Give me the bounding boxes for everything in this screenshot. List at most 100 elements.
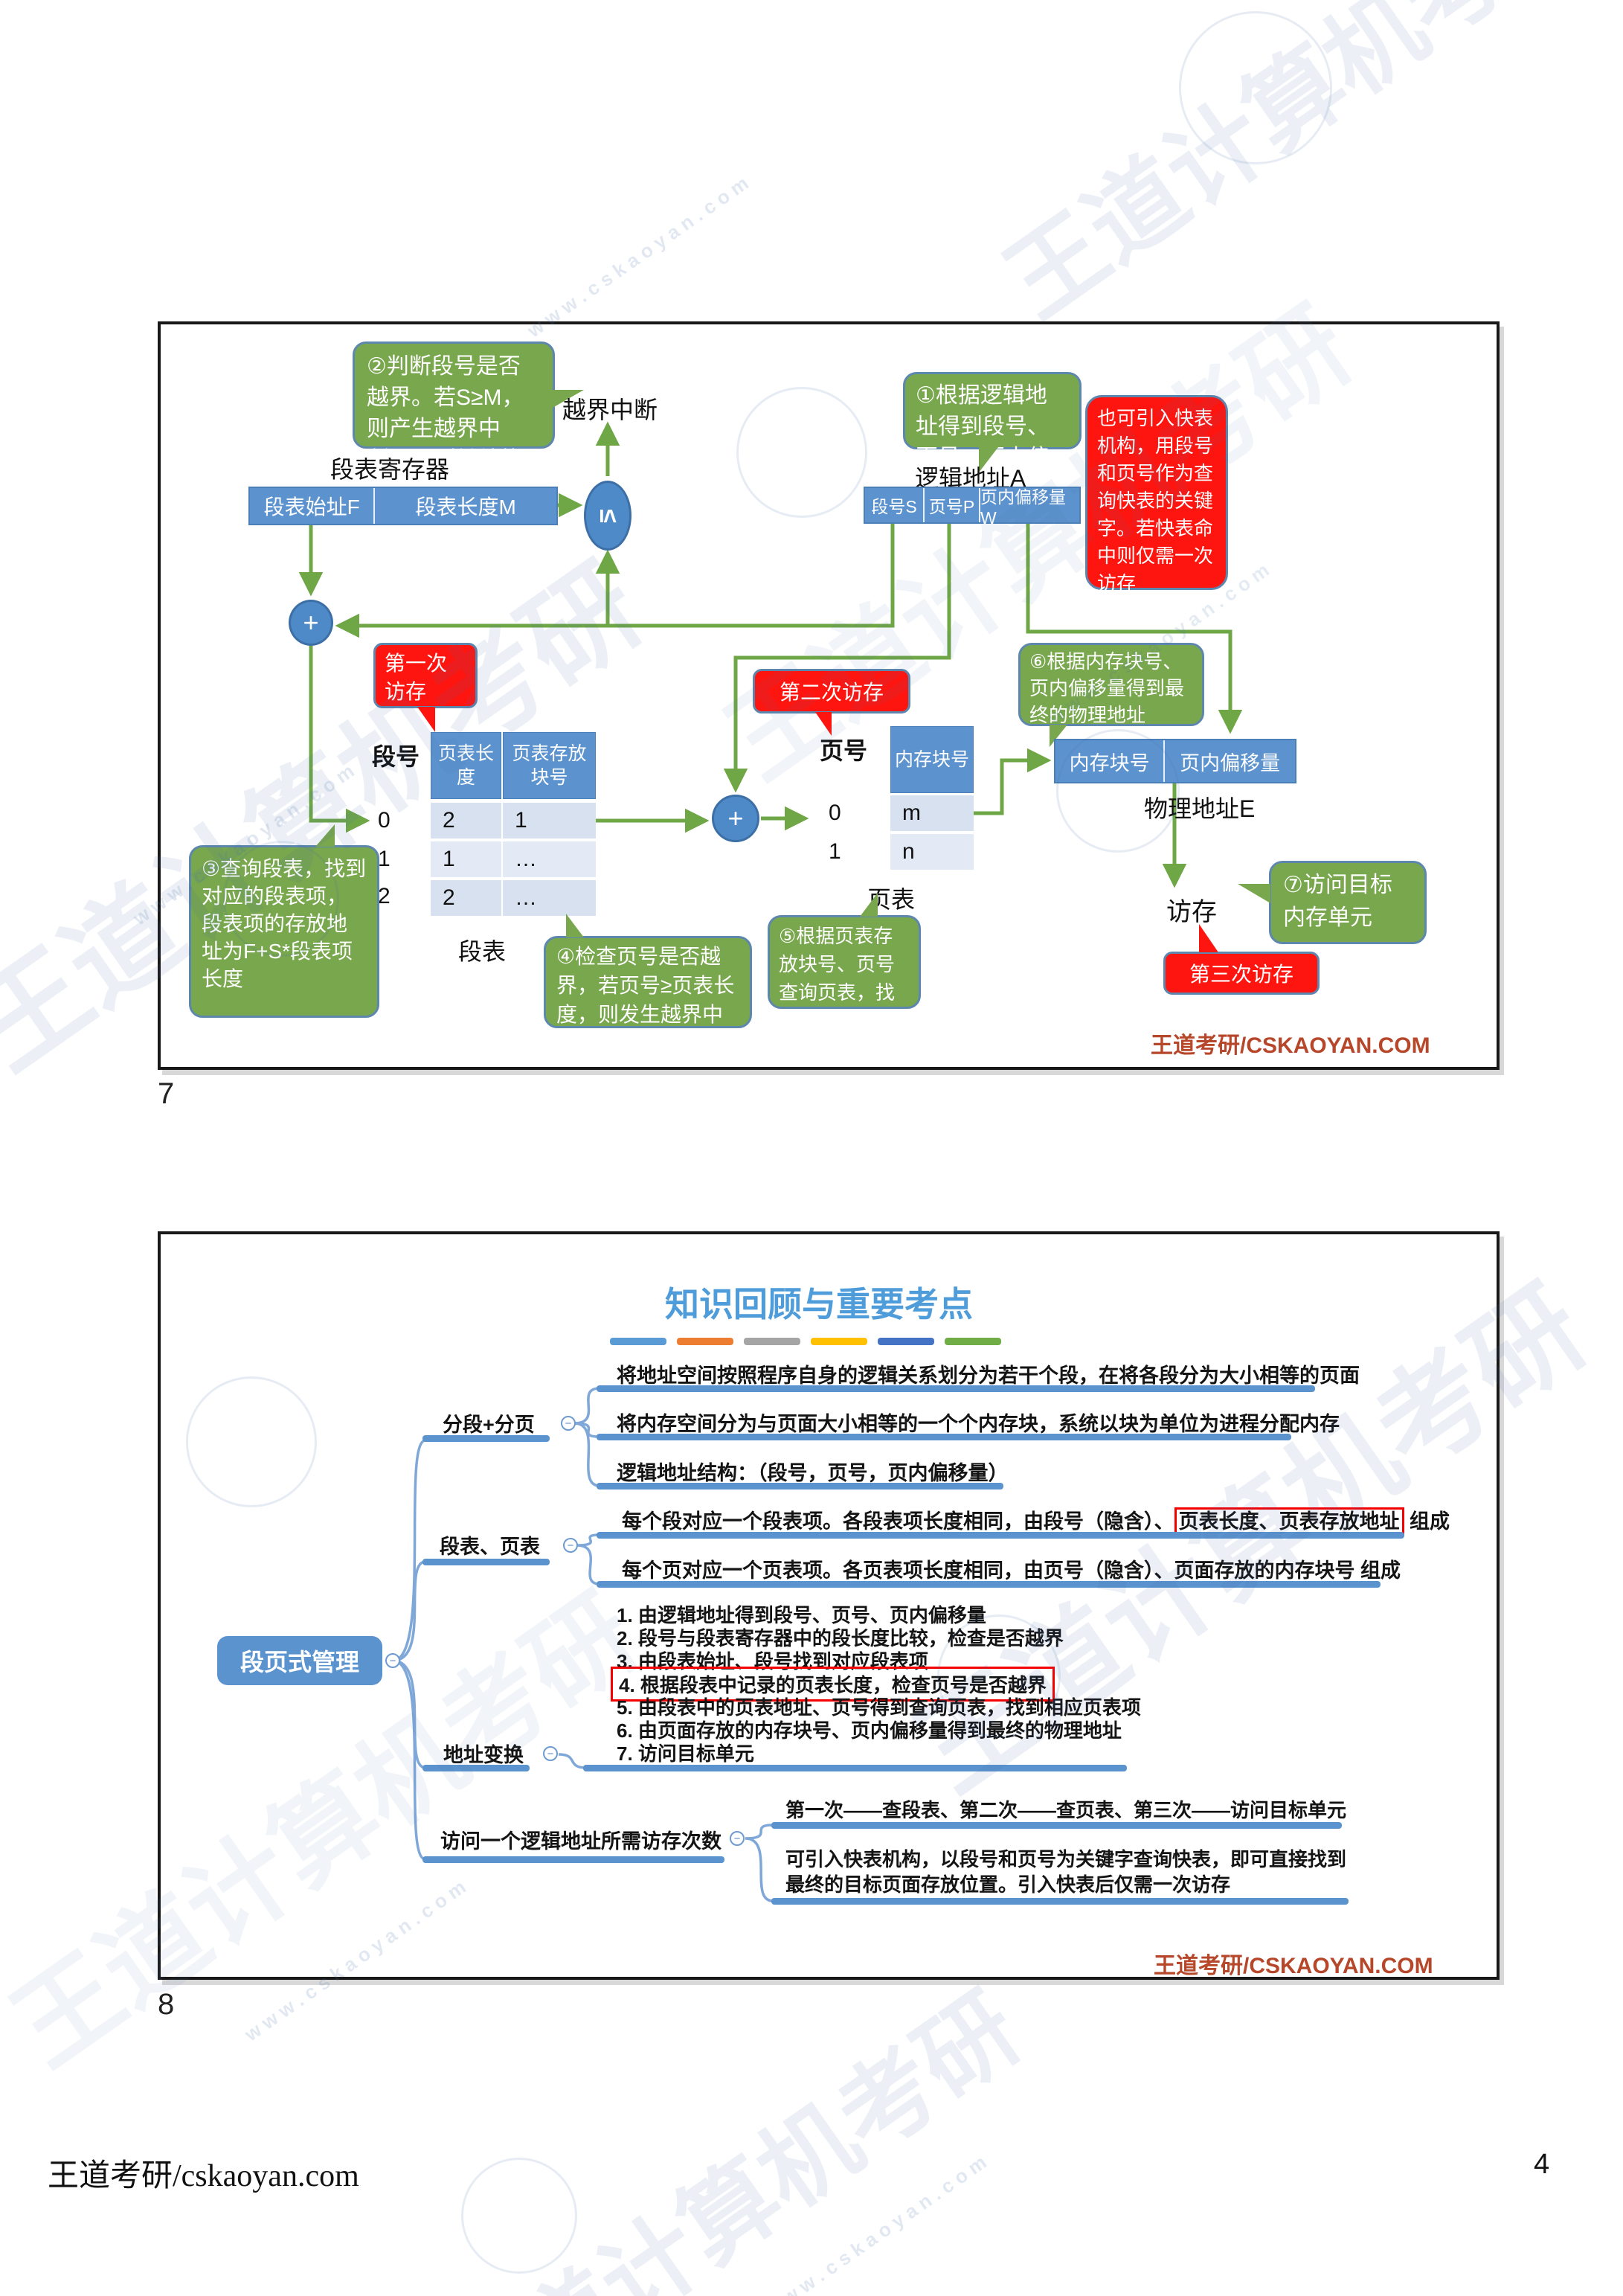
branch3-step: 1. 由逻辑地址得到段号、页号、页内偏移量 (617, 1604, 986, 1626)
second-access-bubble: 第二次访存 (753, 669, 910, 714)
step7-bubble: ⑦访问目标内存单元 (1269, 861, 1427, 944)
slide-8: 知识回顾与重要考点 段页式管理 − 分段+分页 − 将地址空间按照程序自身的逻辑… (158, 1231, 1500, 1980)
phys-offset-field: 页内偏移量 (1163, 740, 1295, 782)
third-access-text: 第三次访存 (1189, 963, 1293, 986)
phys-block-field: 内存块号 (1055, 740, 1163, 782)
seg-table-col1-label: 页表长度 (437, 743, 494, 788)
watermark-url-text: w w w . c s k a o y a n . c o m (523, 171, 753, 342)
second-access-text: 第二次访存 (779, 681, 884, 704)
step2-bubble-tail (553, 390, 584, 408)
physical-address-bar: 内存块号 页内偏移量 (1054, 739, 1296, 783)
step3-bubble-tail (315, 824, 335, 847)
seg-table-header-col2: 页表存放块号 (503, 732, 596, 799)
phys-offset-label: 页内偏移量 (1180, 751, 1281, 775)
slide8-credit: 王道考研/CSKAOYAN.COM (1154, 1954, 1433, 1978)
seg-table-col2-label: 页表存放块号 (512, 743, 587, 788)
seg-no-field: 段号S (865, 488, 923, 522)
branch3-label: 地址变换 (443, 1744, 524, 1766)
branch2-leaf2: 每个页对应一个页表项。各页表项长度相同，由页号（隐含）、页面存放的内存块号 组成 (622, 1559, 1401, 1582)
footer-page-number: 4 (1534, 2149, 1550, 2180)
seg-table-row: 1 (431, 841, 501, 877)
adder1-node: + (289, 600, 333, 646)
segment-base-label: 段表始址F (263, 496, 360, 519)
tlb-note-box: 也可引入快表机构，用段号和页号作为查询快表的关键字。若快表命中则仅需一次访存 (1085, 395, 1228, 594)
branch2-leaf1-post: 组成 (1404, 1510, 1450, 1533)
watermark-brand-text: 王道计算机考研 (421, 1973, 1038, 2296)
branch2-leaf1-highlight: 页表长度、页表存放地址 (1174, 1507, 1404, 1536)
segment-register-title: 段表寄存器 (330, 456, 450, 483)
step5-text: ⑤根据页表存放块号、页号查询页表，找到对应页表项 (779, 925, 896, 1032)
seg-row0-no: 0 (378, 808, 391, 833)
page-table-col1-label: 内存块号 (894, 749, 969, 770)
footer-site-text: 王道考研/cskaoyan.com (48, 2159, 359, 2193)
watermark-seal-icon (1179, 11, 1332, 164)
legend-bar-blue (610, 1338, 666, 1345)
step2-text: ②判断段号是否越界。若S≥M，则产生越界中断，否则继续执行 (367, 354, 524, 504)
branch4-label: 访问一个逻辑地址所需访存次数 (440, 1830, 721, 1853)
third-access-tail (1199, 924, 1218, 952)
seg-row0-len: 2 (443, 808, 455, 833)
step1-bubble: ①根据逻辑地址得到段号、页号、页内偏移量 (903, 372, 1082, 501)
seg-row1-len: 1 (443, 847, 455, 871)
step4-bubble: ④检查页号是否越界，若页号≥页表长度，则发生越界中断，否则继续执行 (544, 936, 752, 1055)
step4-text: ④检查页号是否越界，若页号≥页表长度，则发生越界中断，否则继续执行 (556, 945, 735, 1055)
phys-block-label: 内存块号 (1069, 751, 1150, 775)
step6-bubble: ⑥根据内存块号、页内偏移量得到最终的物理地址 (1018, 643, 1204, 726)
minus-glyph: − (567, 1539, 574, 1552)
root-label: 段页式管理 (240, 1649, 359, 1675)
minus-glyph: − (389, 1655, 396, 1667)
page-row1-block: n (902, 839, 915, 864)
branch3-step: 3. 由段表始址、段号找到对应段表项 (617, 1650, 928, 1673)
collapse-icon: − (730, 1831, 745, 1846)
collapse-icon: − (543, 1746, 558, 1761)
branch3-step: 7. 访问目标单元 (617, 1742, 754, 1765)
page-row0-block: m (902, 801, 921, 825)
page-no-label: 页号P (928, 497, 975, 516)
branch2-leaf1-pre: 每个段对应一个段表项。各段表项长度相同，由段号（隐含）、 (622, 1510, 1174, 1533)
collapse-icon: − (561, 1416, 576, 1431)
minus-glyph: − (565, 1417, 572, 1430)
seg-row2-no: 2 (378, 884, 391, 908)
third-access-bubble: 第三次访存 (1163, 952, 1320, 995)
logical-address-bar: 段号S 页号P 页内偏移量W (864, 487, 1081, 527)
seg-row1-no: 1 (378, 847, 391, 871)
step7-bubble-tail (1238, 884, 1270, 903)
out-of-bounds-label: 越界中断 (562, 397, 658, 423)
physical-address-label: 物理地址E (1144, 795, 1256, 822)
branch3-step: 2. 段号与段表寄存器中的段长度比较，检查是否越界 (617, 1627, 1064, 1649)
minus-glyph: − (733, 1832, 741, 1845)
leaf-underline (597, 1385, 1315, 1392)
page-table-header: 内存块号 (890, 726, 974, 793)
branch2-underline (422, 1559, 550, 1565)
compare-node: ≤ (584, 481, 631, 551)
leaf-underline (597, 1434, 1291, 1440)
page-no-field: 页号P (923, 488, 979, 522)
step3-text: ③查询段表，找到对应的段表项，段表项的存放地址为F+S*段表项长度 (202, 857, 367, 990)
page-table-row: n (890, 834, 974, 870)
branch1-leaf2: 将内存空间分为与页面大小相等的一个个内存块，系统以块为单位为进程分配内存 (617, 1413, 1340, 1435)
segment-length-label: 段表长度M (415, 496, 516, 519)
branch1-label: 分段+分页 (443, 1414, 535, 1436)
second-access-tail (815, 712, 832, 736)
branch3-step-highlighted: 4. 根据段表中记录的页表长度，检查页号是否越界 (611, 1667, 1055, 1702)
slide7-credit: 王道考研/CSKAOYAN.COM (1151, 1033, 1430, 1058)
slide8-title: 知识回顾与重要考点 (665, 1285, 973, 1324)
access-label: 访存 (1166, 898, 1217, 926)
tlb-note-text: 也可引入快表机构，用段号和页号作为查询快表的关键字。若快表命中则仅需一次访存 (1097, 407, 1214, 594)
legend-bar-darkblue (878, 1338, 934, 1345)
slide-7: ②判断段号是否越界。若S≥M，则产生越界中断，否则继续执行 越界中断 段表寄存器… (158, 321, 1500, 1070)
leaf-underline (597, 1483, 1003, 1489)
step3-bubble: ③查询段表，找到对应的段表项，段表项的存放地址为F+S*段表项长度 (189, 845, 379, 1018)
leaf-underline (771, 1898, 1349, 1905)
leaf-underline (771, 1822, 1342, 1829)
branch2-label: 段表、页表 (440, 1536, 540, 1558)
branch3-step: 6. 由页面存放的内存块号、页内偏移量得到最终的物理地址 (617, 1719, 1122, 1742)
segment-register-bar: 段表始址F 段表长度M (248, 487, 558, 525)
branch1-leaf1: 将地址空间按照程序自身的逻辑关系划分为若干个段，在将各段分为大小相等的页面 (617, 1365, 1360, 1387)
page-row1-no: 1 (829, 839, 841, 864)
legend-bar-green (945, 1338, 1001, 1345)
leaf-underline (597, 1581, 1381, 1588)
branch1-underline (422, 1435, 550, 1442)
branch3-underline (422, 1765, 530, 1771)
minus-glyph: − (547, 1748, 554, 1760)
